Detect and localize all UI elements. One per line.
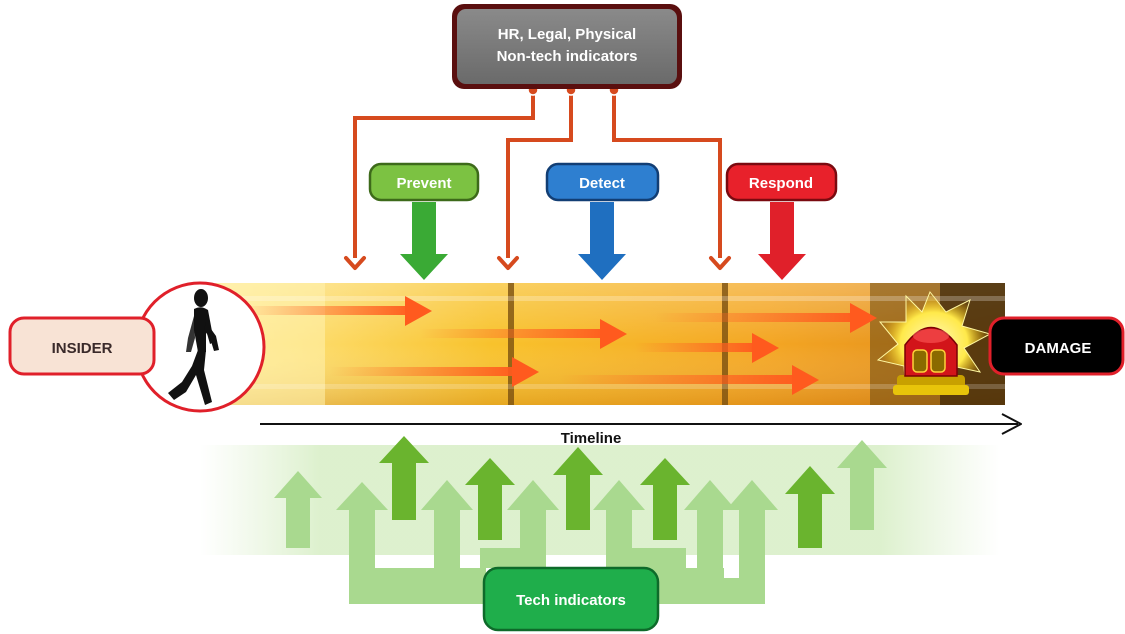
damage-label: DAMAGE: [1025, 340, 1092, 357]
tech-indicators-box: Tech indicators: [482, 566, 660, 632]
flow-arrow: [655, 303, 877, 333]
up-arrow-icon: [421, 480, 473, 510]
flow-arrow: [635, 333, 779, 363]
chevron-down-icon: [497, 256, 519, 270]
detect-stage: Detect: [545, 162, 660, 280]
up-arrow-icon: [785, 466, 835, 548]
arrow-right-icon: [1001, 413, 1022, 435]
prevent-label: Prevent: [396, 175, 451, 192]
up-arrow-icon: [379, 436, 429, 520]
insider-label: INSIDER: [52, 340, 113, 357]
flow-arrow: [560, 365, 819, 395]
up-arrow-icon: [465, 458, 515, 540]
detect-arrow-icon: [578, 202, 626, 280]
tech-connectors: [349, 503, 765, 604]
up-arrow-icon: [336, 482, 388, 510]
respond-stage: Respond: [725, 162, 838, 280]
nontech-line-prevent: [353, 90, 535, 258]
walking-person-icon: [168, 289, 219, 405]
respond-label: Respond: [749, 175, 813, 192]
nontech-line-detect: [506, 90, 573, 258]
siren-icon: [876, 291, 992, 396]
nontech-line-respond: [612, 90, 722, 258]
flow-arrow: [240, 296, 432, 326]
up-arrow-icon: [726, 480, 778, 510]
damage-label-box: DAMAGE: [988, 316, 1125, 376]
flow-arrow: [420, 319, 627, 349]
insider-label-box: INSIDER: [8, 316, 156, 376]
up-arrow-icon: [593, 480, 645, 510]
insider-circle: [134, 281, 266, 413]
tech-indicators-label: Tech indicators: [516, 592, 626, 609]
up-arrow-icon: [684, 480, 736, 510]
up-arrow-icon: [640, 458, 690, 540]
prevent-stage: Prevent: [368, 162, 480, 280]
nontech-title-line1: HR, Legal, Physical: [498, 26, 636, 43]
prevent-arrow-icon: [400, 202, 448, 280]
detect-label: Detect: [579, 175, 625, 192]
up-arrow-icon: [837, 440, 887, 530]
timeline-label: Timeline: [561, 430, 622, 447]
up-arrow-icon: [553, 447, 603, 530]
timeline-axis: Timeline: [260, 413, 1022, 447]
nontech-connectors: [353, 90, 722, 258]
nontech-indicators-box: HR, Legal, Physical Non-tech indicators: [452, 4, 682, 89]
nontech-title-line2: Non-tech indicators: [497, 48, 638, 65]
timeline-bar: [215, 283, 1005, 405]
segment-divider: [508, 283, 514, 405]
flow-arrow: [330, 357, 539, 387]
tech-up-arrows: [274, 436, 887, 548]
up-arrow-icon: [274, 471, 322, 548]
respond-arrow-icon: [758, 202, 806, 280]
chevron-down-icon: [344, 256, 366, 270]
chevron-down-icon: [709, 256, 731, 270]
flow-arrows: [240, 296, 877, 395]
up-arrow-icon: [507, 480, 559, 510]
nontech-arrowheads: [344, 256, 731, 270]
